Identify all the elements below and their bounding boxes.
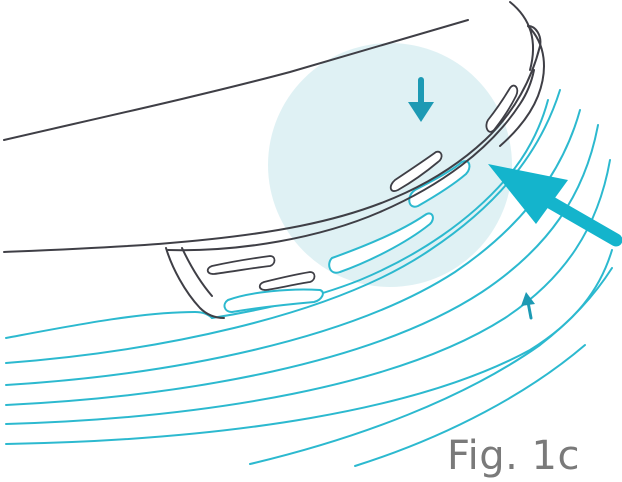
housing-edge-1 (509, 1, 535, 71)
pad-ridges (223, 160, 471, 313)
housing-slot-4 (485, 84, 519, 133)
housing-slot-3 (389, 150, 443, 192)
pad-line-6 (249, 267, 613, 465)
housing-slots (206, 84, 519, 291)
pad-line-7 (354, 344, 586, 467)
down-arrow-icon (408, 77, 434, 122)
pad-line-1 (5, 89, 561, 364)
pad-inner-edge (5, 311, 213, 339)
housing-base (165, 247, 225, 319)
pad-ridge-3 (408, 160, 471, 208)
figure-caption: Fig. 1c (447, 433, 580, 479)
diagonal-arrow-icon (488, 164, 622, 247)
housing-edge-2 (499, 25, 545, 147)
housing-base-inner (181, 247, 213, 297)
pad-line-4 (5, 159, 611, 425)
pad-ridge-2 (328, 212, 434, 274)
device-housing (3, 1, 545, 319)
housing-slot-1 (206, 255, 276, 275)
housing-slot-2 (258, 271, 316, 291)
highlight-circle (268, 43, 512, 287)
pad-ridge-1 (223, 288, 324, 313)
housing-top-curve (3, 19, 469, 141)
housing-lower-rim (167, 69, 535, 252)
pad-line-3 (5, 124, 599, 406)
up-arrow-icon (521, 292, 535, 320)
